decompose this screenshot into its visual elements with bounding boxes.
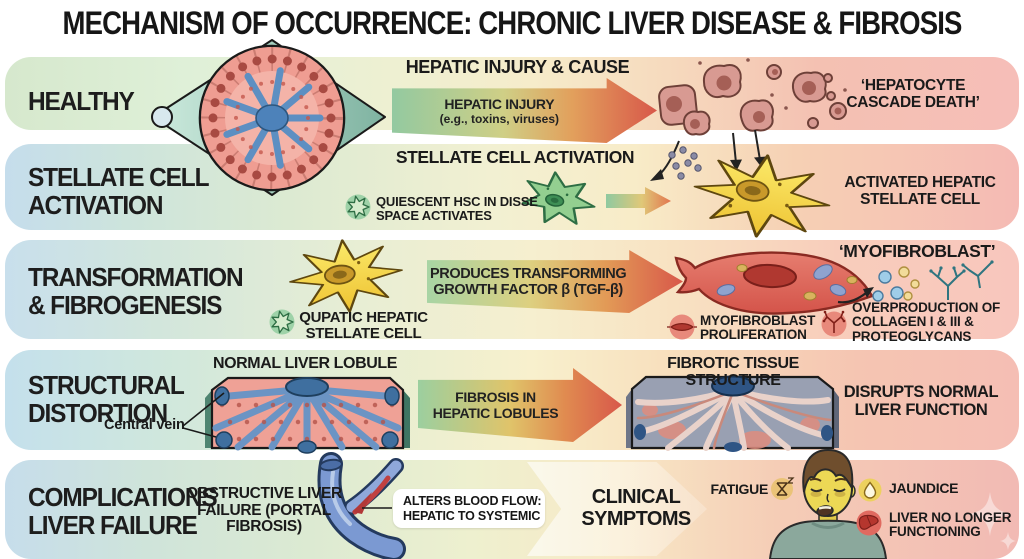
myofibroblast-cell [674,251,874,315]
band-stellate-activation [5,144,1019,230]
row2-heading: STELLATE CELL ACTIVATION [395,147,635,167]
row-label-healthy: HEALTHY [28,86,135,116]
arrow-text: FIBROSIS IN [455,389,536,405]
hourglass-sleep-icon [771,477,795,500]
myofibroblast-spindle-icon [667,314,697,340]
arrow-subtext: HEPATIC LOBULES [432,405,559,421]
central-vein-pointer [182,392,225,438]
row3-overproduction-note: OVERPRODUCTION OF COLLAGEN I & III & PRO… [852,300,1001,344]
fibrosis-arrow: FIBROSIS IN HEPATIC LOBULES [418,368,622,442]
row-label-complications: COMPLICATIONS LIVER FAILURE [28,482,218,540]
row1-heading: HEPATIC INJURY & CAUSE [405,57,630,77]
quiescent-hsc-cell [518,165,601,233]
row3-heading: ‘MYOFIBROBLAST’ [838,241,996,261]
row4-left-caption: NORMAL LIVER LOBULE [212,355,398,372]
arrow-subtext: GROWTH FACTOR β (TGF-β) [433,281,623,298]
arrow-text: HEPATIC INJURY [444,95,555,112]
row3-cell-caption: QUPATIC HEPATIC STELLATE CELL [299,309,428,343]
hepatic-stellate-cell [285,233,407,319]
row-label-transformation: TRANSFORMATION & FIBROGENESIS [28,262,244,320]
callout-text: ALTERS BLOOD FLOW: HEPATIC TO SYSTEMIC [403,494,542,523]
row1-right-note: ‘HEPATOCYTE CASCADE DEATH’ [846,77,980,111]
row-label-stellate-activation: STELLATE CELL ACTIVATION [28,162,209,220]
collagen-molecules [872,260,994,302]
activated-hsc-cell [687,144,837,248]
row4-right-caption: FIBROTIC TISSUE STRUCTURE [667,355,799,390]
secretion-arrow [837,287,874,304]
symptom-liver-failure: LIVER NO LONGER FUNCTIONING [889,510,1012,540]
sparkle-watermark [969,492,1016,550]
row2-right-note: ACTIVATED HEPATIC STELLATE CELL [844,174,996,208]
liver-icon [856,510,882,536]
blood-flow-callout: ALTERS BLOOD FLOW: HEPATIC TO SYSTEMIC [393,489,545,528]
dying-hepatocytes-illustration [658,58,847,136]
arrow-text: PRODUCES TRANSFORMING [430,265,627,282]
collagen-branch-icon [821,310,847,337]
signal-particles [668,146,702,180]
page-title: MECHANISM OF OCCURRENCE: CHRONIC LIVER D… [62,5,963,41]
jaundiced-person-illustration [768,448,888,559]
symptom-fatigue: FATIGUE [710,481,768,497]
fibrotic-lobule-illustration [626,375,839,452]
normal-lobule-illustration [205,376,410,454]
clinical-symptoms-label: CLINICAL SYMPTOMS [581,486,691,530]
row3-proliferation-note: MYOFIBROBLAST PROLIFERATION [700,313,816,343]
obstruction-note: OBSTRUCTIVE LIVER FAILURE (PORTAL FIBROS… [186,485,342,536]
row2-icon-note: QUIESCENT HSC IN DISSE SPACE ACTIVATES [376,194,538,223]
symptom-jaundice: JAUNDICE [889,480,959,496]
row4-right-note: DISRUPTS NORMAL LIVER FUNCTION [843,383,999,419]
hepatic-injury-arrow: HEPATIC INJURY (e.g., toxins, viruses) [392,78,657,143]
cascade-arrows [650,129,766,181]
stellate-cell-star-icon [269,309,295,335]
portal-vessel-illustration [317,452,406,559]
healthy-lobule-illustration [198,44,346,192]
central-vein-label: Central vein [104,417,185,433]
stellate-cell-star-icon [345,194,371,220]
activation-arrow-icon [606,187,671,215]
row-label-structural-distortion: STRUCTURAL DISTORTION [28,370,184,428]
droplet-icon [858,478,882,502]
tgf-beta-arrow: PRODUCES TRANSFORMING GROWTH FACTOR β (T… [427,250,683,313]
arrow-subtext: (e.g., toxins, viruses) [439,111,559,126]
